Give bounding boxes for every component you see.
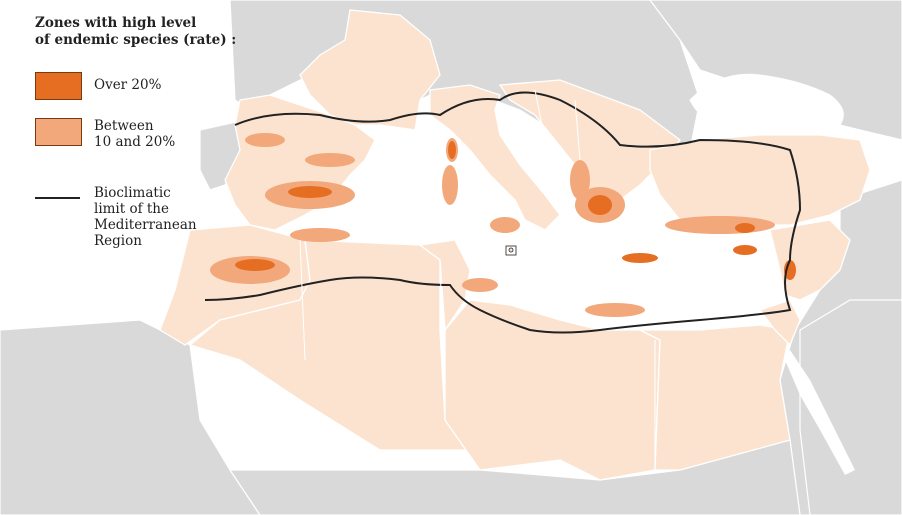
zone-cyprus	[733, 245, 757, 255]
zone-sardinia	[442, 165, 458, 205]
zone-crete	[622, 253, 658, 263]
zone-iberia-north	[245, 133, 285, 147]
red-sea	[785, 350, 855, 475]
sinai	[758, 299, 801, 347]
zone-tunisia	[462, 278, 498, 292]
legend-swatch-over-20	[35, 72, 82, 100]
zone-morocco-core	[235, 259, 275, 271]
zone-iberia-south-core	[288, 186, 332, 198]
arabia-land	[799, 299, 902, 515]
mediterranean-region-land	[159, 9, 871, 481]
country-borders	[299, 89, 656, 470]
algeria	[188, 239, 472, 451]
zone-north-africa-coast	[290, 228, 350, 242]
legend-label-10-20: Between 10 and 20%	[94, 118, 176, 150]
black-sea	[689, 73, 844, 131]
italy	[429, 84, 561, 231]
zone-sicily	[490, 217, 520, 233]
zone-turkey-core	[735, 223, 755, 233]
zone-libya-coast	[585, 303, 645, 317]
islands	[505, 245, 517, 256]
egypt	[639, 324, 791, 471]
zone-corsica-core	[448, 141, 456, 159]
zone-iberia-central	[305, 153, 355, 167]
turkey	[649, 134, 871, 231]
legend-swatch-10-20	[35, 118, 82, 146]
france	[299, 9, 441, 131]
legend-limit-line	[35, 197, 80, 199]
malta	[508, 247, 514, 253]
legend-title: Zones with high level of endemic species…	[35, 15, 237, 48]
legend-label-over-20: Over 20%	[94, 77, 162, 93]
zone-turkey-south	[665, 216, 775, 234]
zone-greece-core	[588, 195, 612, 215]
zone-albania	[570, 160, 590, 200]
bioclimatic-limit-line	[204, 91, 802, 334]
legend-label-limit: Bioclimatic limit of the Mediterranean R…	[94, 185, 197, 249]
west-africa-land	[0, 319, 261, 515]
